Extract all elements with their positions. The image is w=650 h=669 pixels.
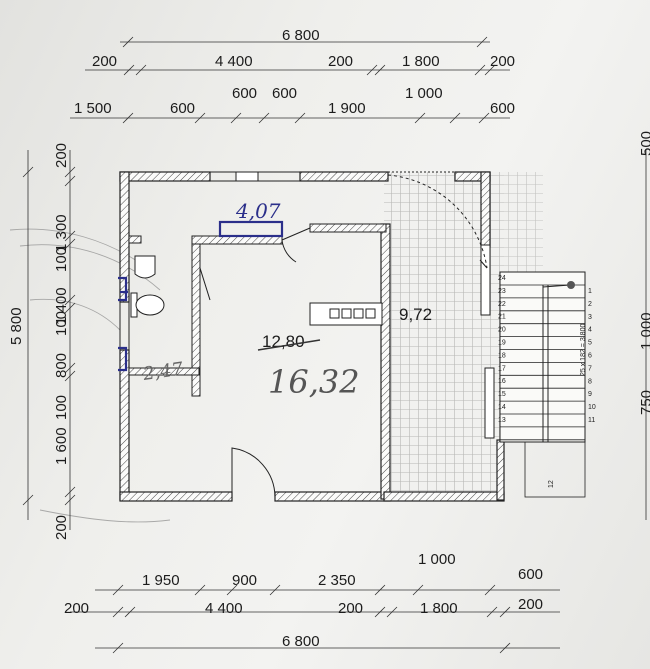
left-dimension-2: 100	[53, 247, 70, 272]
stair-step-number: 24	[498, 275, 506, 282]
stair-step-number: 10	[588, 404, 596, 411]
left-dimension-4: 100	[53, 311, 70, 336]
top-dimension-row2-3: 1 800	[402, 53, 440, 70]
stair-step-number: 3	[588, 314, 592, 321]
top-dimension-row3-5: 1 000	[405, 85, 443, 102]
stair-step-number: 11	[588, 417, 595, 424]
stair-step-number: 15	[498, 391, 506, 398]
bottom-dimension-row1-0: 1 950	[142, 572, 180, 589]
main-area-printed-label: 12,80	[262, 332, 305, 351]
stair-step-number: 20	[498, 327, 506, 334]
top-dimension-row2-0: 200	[92, 53, 117, 70]
bottom-dimension-row2-3: 1 800	[420, 600, 458, 617]
right-dimension-1: 1 000	[638, 312, 650, 350]
right-dimension-0: 500	[638, 131, 650, 156]
kitchen-counter	[309, 302, 383, 326]
stair-step-number: 16	[498, 378, 506, 385]
top-dimension-row2-4: 200	[490, 53, 515, 70]
top-dimension-row3-4: 1 900	[328, 100, 366, 117]
dimension-lines	[22, 36, 647, 654]
stair-step-number: 9	[588, 391, 592, 398]
window-note-label: 4,07	[235, 199, 281, 223]
stair-step-number: 1	[588, 288, 592, 295]
stair-step-number: 22	[498, 301, 506, 308]
top-dimension-row3-0: 1 500	[74, 100, 112, 117]
top-dimension-row3-1: 600	[170, 100, 195, 117]
left-dimension-8: 200	[53, 515, 70, 540]
bottom-dimension-row2-1: 4 400	[205, 600, 243, 617]
top-dimension-row3-3: 600	[272, 85, 297, 102]
stair-landing-mark: 12	[548, 480, 555, 488]
stair-formula-label: 25 х 182 = 3 800	[580, 324, 587, 376]
door-swings	[199, 174, 488, 498]
stair-step-number: 17	[498, 365, 506, 372]
left-overall-dimension: 5 800	[8, 307, 25, 345]
main-area-handwritten-label: 16,32	[268, 363, 360, 401]
stair-step-number: 6	[588, 353, 592, 360]
stair-step-number: 5	[588, 340, 592, 347]
stair-step-number: 21	[498, 314, 506, 321]
stair-step-number: 18	[498, 352, 506, 359]
bottom-dimension-row2-0: 200	[64, 600, 89, 617]
left-dimension-0: 200	[53, 143, 70, 168]
terrace-tile-floor-ext	[487, 172, 543, 272]
bottom-overall-dimension: 6 800	[282, 633, 320, 650]
top-dimension-row2-1: 4 400	[215, 53, 253, 70]
stair-step-number: 19	[498, 340, 506, 347]
left-dimension-7: 1 600	[53, 427, 70, 465]
area-strikethrough	[257, 339, 321, 351]
stair-step-number: 8	[588, 378, 592, 385]
stair-step-number: 14	[498, 404, 506, 411]
bottom-dimension-row2-4: 200	[518, 596, 543, 613]
terrace-area-label: 9,72	[399, 305, 432, 324]
staircase: 12 25 х 182 = 3 800 12345678910112423222…	[498, 271, 596, 498]
left-dimension-6: 100	[53, 395, 70, 420]
bottom-dimension-row2-2: 200	[338, 600, 363, 617]
top-dimension-row3-6: 600	[490, 100, 515, 117]
bottom-dimension-row1-2: 2 350	[318, 572, 356, 589]
stair-step-number: 13	[498, 417, 506, 424]
left-dimension-1: 1 300	[53, 214, 70, 252]
stair-step-number: 7	[588, 365, 592, 372]
bottom-dimension-row1-1: 900	[232, 572, 257, 589]
stair-landing	[524, 441, 586, 498]
bottom-dimension-row1-4: 600	[518, 566, 543, 583]
top-overall-dimension: 6 800	[282, 27, 320, 44]
wc-area-label: 2,47	[141, 359, 185, 386]
top-dimension-row3-2: 600	[232, 85, 257, 102]
window-openings	[119, 171, 495, 439]
stair-start-marker	[567, 281, 575, 289]
left-dimension-5: 800	[53, 353, 70, 378]
stair-step-number: 23	[498, 288, 506, 295]
right-dimension-2: 750	[638, 390, 650, 415]
bottom-dimension-row1-3: 1 000	[418, 551, 456, 568]
left-dimension-3: 1 400	[53, 287, 70, 325]
top-dimension-row2-2: 200	[328, 53, 353, 70]
sanitary-fixtures	[130, 255, 165, 318]
stair-step-number: 4	[588, 327, 592, 334]
pen-markings	[118, 220, 284, 372]
interior-walls	[128, 223, 387, 397]
stair-step-number: 2	[588, 301, 592, 308]
